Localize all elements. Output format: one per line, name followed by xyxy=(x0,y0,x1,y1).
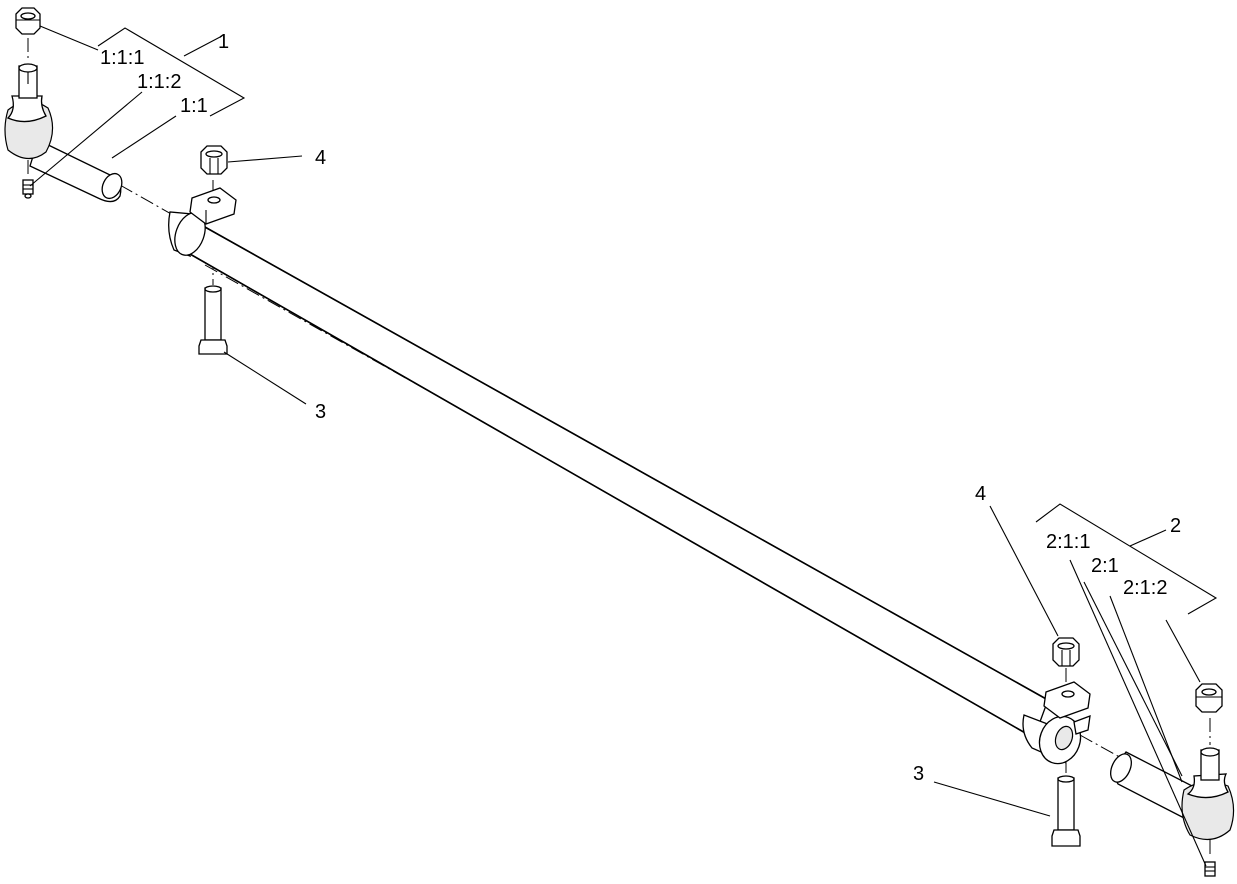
right-castle-nut xyxy=(1195,683,1223,713)
left-grease-fitting xyxy=(22,179,34,199)
callout-1-1-1: 1:1:1 xyxy=(100,47,144,69)
callout-assembly-2: 2 xyxy=(1170,515,1181,537)
callout-1-1-2: 1:1:2 xyxy=(137,71,181,93)
left-clamp-collar xyxy=(168,187,237,258)
lower-hex-nut xyxy=(1052,637,1080,667)
left-tie-rod-end xyxy=(4,63,123,203)
upper-bolt xyxy=(198,285,228,355)
leader-lines xyxy=(29,25,1218,867)
tie-rod-tube xyxy=(189,220,1049,739)
callout-2-1-2: 2:1:2 xyxy=(1123,577,1167,599)
callout-2-1-1: 2:1:1 xyxy=(1046,531,1090,553)
lower-bolt xyxy=(1051,775,1081,847)
callout-1-1: 1:1 xyxy=(180,95,208,117)
callout-nut-upper: 4 xyxy=(315,147,326,169)
right-clamp-collar xyxy=(1022,681,1091,765)
right-grease-fitting xyxy=(1204,861,1216,877)
right-tie-rod-end xyxy=(1110,747,1235,841)
callout-bolt-upper: 3 xyxy=(315,401,326,423)
left-castle-nut xyxy=(15,7,41,35)
callout-assembly-1: 1 xyxy=(218,31,229,53)
callout-nut-lower: 4 xyxy=(975,483,986,505)
callout-bolt-lower: 3 xyxy=(913,763,924,785)
upper-hex-nut xyxy=(200,145,228,175)
callout-2-1: 2:1 xyxy=(1091,555,1119,577)
